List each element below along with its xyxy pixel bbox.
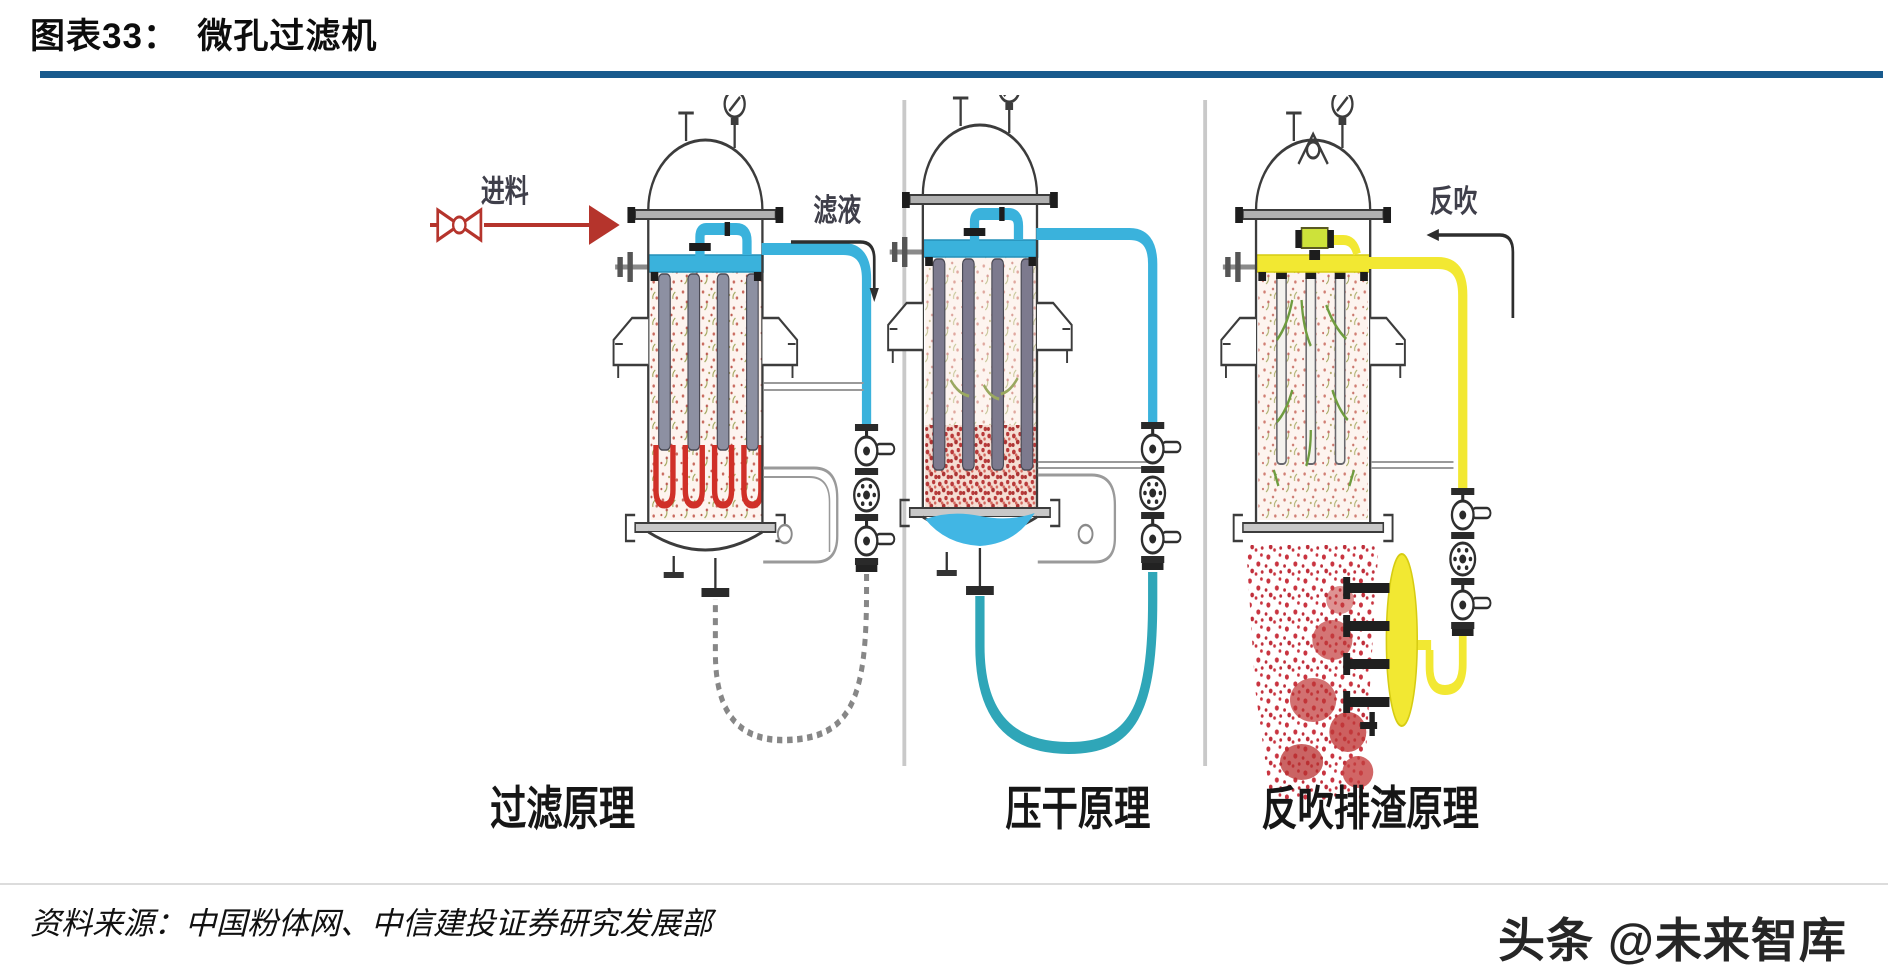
source-text: 资料来源：中国粉体网、中信建投证券研究发展部 bbox=[30, 906, 712, 941]
panel-caption-3: 反吹排渣原理 bbox=[1261, 782, 1479, 835]
watermark: 头条 @未来智库 bbox=[1498, 914, 1847, 967]
liquid bbox=[925, 513, 1035, 546]
panel-filtration: 进料 滤液 过滤原理 bbox=[425, 95, 897, 835]
feed-valve-icon bbox=[425, 207, 483, 243]
panel-backblow: 反吹 反吹排渣原理 bbox=[1221, 95, 1515, 835]
backblow-pointer bbox=[1437, 233, 1515, 318]
footer-rule bbox=[0, 883, 1888, 885]
filter-candles bbox=[1276, 272, 1346, 465]
pipe-bracket bbox=[763, 382, 864, 391]
drain-hose-dashed bbox=[712, 574, 870, 744]
vessel-dish bbox=[647, 530, 763, 552]
pipe-bracket bbox=[1370, 461, 1454, 469]
drain-pipe-liquid bbox=[975, 572, 1158, 755]
backblow-label: 反吹 bbox=[1430, 184, 1478, 219]
filtrate-label: 滤液 bbox=[813, 193, 861, 228]
backblow-pipe bbox=[1367, 257, 1468, 488]
panel-caption-1: 过滤原理 bbox=[490, 782, 635, 835]
figure-title: 图表33： 微孔过滤机 bbox=[30, 17, 378, 56]
filtrate-pointer bbox=[790, 240, 876, 290]
backblow-fitting-icon bbox=[1295, 227, 1361, 260]
feed-label: 进料 bbox=[481, 174, 529, 209]
filtrate-elbow-pipe bbox=[695, 223, 752, 257]
filter-candles bbox=[932, 258, 1034, 471]
filter-diagram-svg: 进料 滤液 过滤原理 bbox=[425, 95, 1515, 835]
filter-candles bbox=[653, 273, 764, 509]
pipe-bracket bbox=[1037, 461, 1150, 469]
title-rule bbox=[40, 71, 1883, 78]
support-frame bbox=[763, 466, 839, 564]
filtrate-header bbox=[648, 254, 764, 273]
support-frame bbox=[1037, 473, 1117, 564]
filtrate-elbow-pipe bbox=[969, 208, 1024, 242]
valve-stack-1 bbox=[852, 422, 897, 567]
filtrate-outlet-pipe bbox=[761, 243, 872, 424]
slag-manifold bbox=[1343, 553, 1419, 736]
gas-arrows bbox=[949, 377, 1019, 401]
lifting-lug-icon bbox=[1297, 131, 1329, 165]
panel-pressdry: 压干原理 bbox=[888, 95, 1183, 835]
filter-diagram: 进料 滤液 过滤原理 bbox=[425, 95, 1880, 835]
filtrate-header bbox=[923, 239, 1039, 258]
valve-stack-3 bbox=[1448, 486, 1493, 631]
valve-stack-2 bbox=[1138, 420, 1183, 565]
panel-caption-2: 压干原理 bbox=[1005, 782, 1150, 835]
backblow-gas-arrows bbox=[1272, 299, 1356, 487]
backblow-u-pipe bbox=[1425, 636, 1467, 696]
filtrate-outlet-pipe bbox=[1036, 228, 1158, 422]
